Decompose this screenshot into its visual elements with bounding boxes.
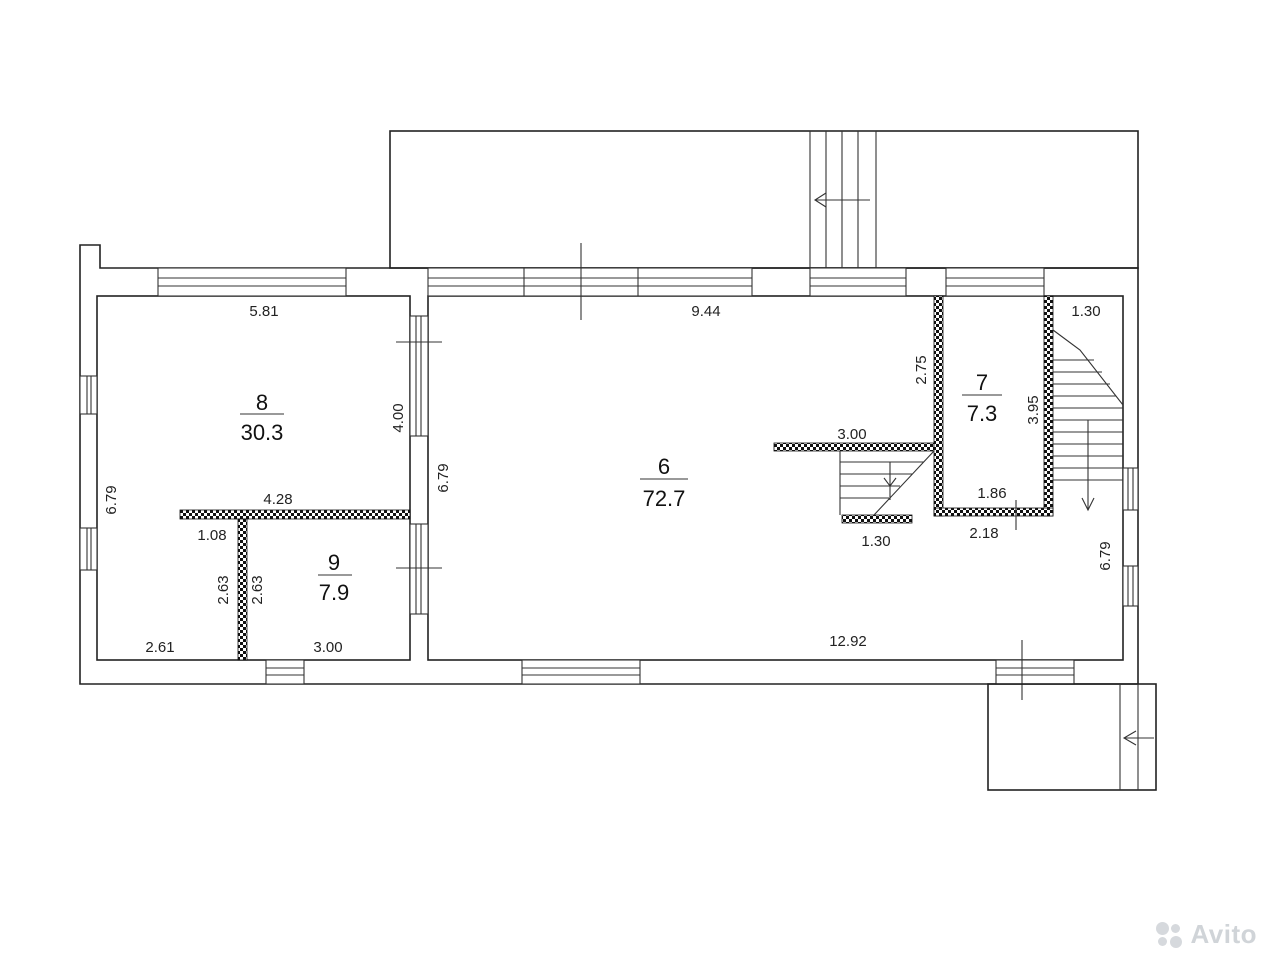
dim-room9-bottom-left: 2.61 xyxy=(145,639,174,656)
room-label-6: 6 72.7 xyxy=(640,454,688,511)
dim-stair-bottom: 1.30 xyxy=(861,533,890,550)
dim-room9-left-a: 2.63 xyxy=(215,575,232,604)
dim-room8-window-right: 4.00 xyxy=(390,403,407,432)
dim-room6-bottom: 12.92 xyxy=(829,633,867,650)
dim-room7-height: 2.75 xyxy=(913,355,930,384)
dim-room6-top: 9.44 xyxy=(691,303,720,320)
dim-room7-bottom: 1.86 xyxy=(977,485,1006,502)
room-7-area: 7.3 xyxy=(967,401,998,426)
room-6-area: 72.7 xyxy=(643,486,686,511)
inner-stair xyxy=(839,450,1017,530)
room-label-8: 8 30.3 xyxy=(240,390,284,445)
dimension-labels: 5.81 6.79 4.00 4.28 1.08 2.63 2.63 2.61 … xyxy=(103,303,1114,656)
dim-partition-length: 4.28 xyxy=(263,491,292,508)
room-7-number: 7 xyxy=(976,370,988,395)
room-label-7: 7 7.3 xyxy=(962,370,1002,426)
room-9-area: 7.9 xyxy=(319,580,350,605)
dim-room7-bottom-outer: 2.18 xyxy=(969,525,998,542)
avito-watermark: Avito xyxy=(1154,919,1257,950)
dim-room7-inner: 3.95 xyxy=(1025,395,1042,424)
dim-stair-partition: 3.00 xyxy=(837,426,866,443)
dim-room9-bottom-right: 3.00 xyxy=(313,639,342,656)
room-6-number: 6 xyxy=(658,454,670,479)
dim-room8-left: 6.79 xyxy=(103,485,120,514)
dim-stair-top-right: 1.30 xyxy=(1071,303,1100,320)
top-terrace xyxy=(389,130,1139,269)
dim-partition-gap: 1.08 xyxy=(197,527,226,544)
partitions xyxy=(179,295,1054,661)
windows xyxy=(79,243,1139,700)
dim-room6-left: 6.79 xyxy=(435,463,452,492)
bottom-porch xyxy=(987,683,1157,791)
dim-room8-top: 5.81 xyxy=(249,303,278,320)
room-8-area: 30.3 xyxy=(241,420,284,445)
room-8-number: 8 xyxy=(256,390,268,415)
dim-right-wall: 6.79 xyxy=(1097,541,1114,570)
avito-logo-icon xyxy=(1154,920,1184,950)
room-label-9: 9 7.9 xyxy=(318,550,352,605)
dim-room9-left-b: 2.63 xyxy=(249,575,266,604)
top-steps xyxy=(809,130,877,269)
room-9-number: 9 xyxy=(328,550,340,575)
watermark-text: Avito xyxy=(1190,919,1257,949)
right-stair xyxy=(1052,329,1124,512)
